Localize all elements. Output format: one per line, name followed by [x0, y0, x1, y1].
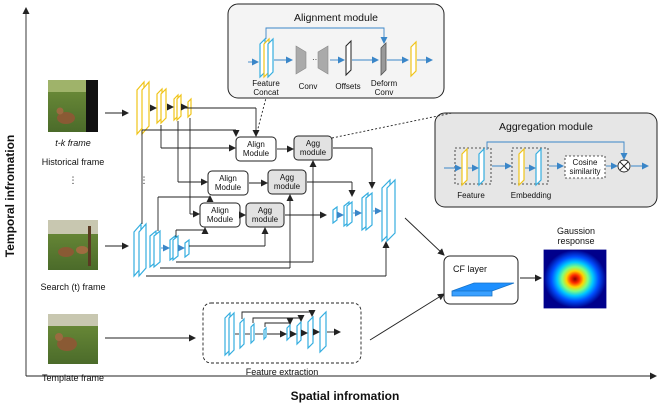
vertical-dots-left: ⋮ — [69, 175, 78, 185]
fused-feature-pyramid — [332, 178, 396, 243]
search-frame-label: Search (t) frame — [40, 282, 105, 292]
conv-label: Conv — [299, 82, 318, 91]
template-frame-label: Template frame — [42, 373, 104, 383]
y-axis-label: Temporal infromation — [3, 135, 17, 257]
vertical-dots-mid: ⋮ — [140, 175, 149, 185]
axes: Temporal infromation Spatial infromation — [3, 7, 657, 403]
feature-extraction-block: Feature extraction — [202, 302, 362, 377]
historical-feature-pyramid — [136, 80, 192, 136]
cf-layer-label: CF layer — [453, 264, 487, 274]
aggregation-module-title: Aggregation module — [499, 121, 593, 133]
svg-text:···: ··· — [312, 55, 320, 64]
x-axis-label: Spatial infromation — [291, 389, 400, 403]
feature-label: Feature — [457, 191, 485, 200]
alignment-module-title: Alignment module — [294, 12, 378, 24]
historical-frame-label: Historical frame — [42, 157, 105, 167]
search-frame-image — [48, 220, 98, 270]
tk-frame-image — [48, 80, 98, 132]
tk-frame-label: t-k frame — [55, 138, 91, 148]
connections — [141, 107, 542, 341]
offsets-label: Offsets — [335, 82, 360, 91]
search-feature-pyramid — [133, 222, 190, 278]
cf-layer: CF layer — [443, 255, 519, 305]
template-frame-image — [48, 314, 98, 364]
feature-extraction-label: Feature extraction — [246, 367, 319, 377]
embedding-label: Embedding — [511, 191, 551, 200]
